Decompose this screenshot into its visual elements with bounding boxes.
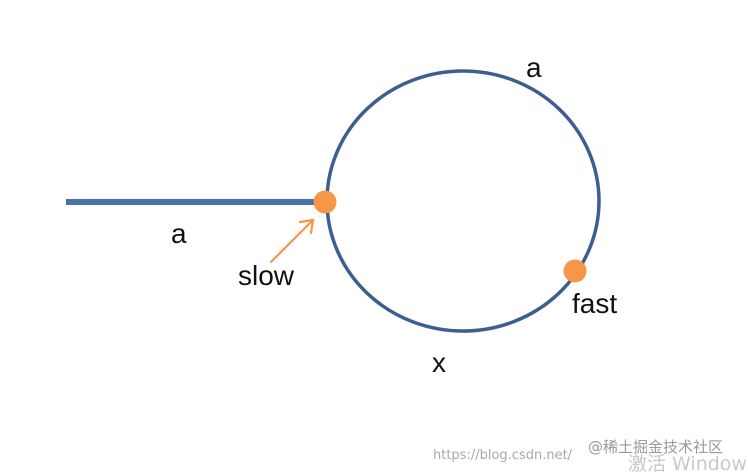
cycle-circle: [325, 69, 601, 333]
label-top-arc: a: [526, 52, 542, 83]
watermark-site: @稀土掘金技术社区: [588, 438, 723, 456]
slow-arrow: [269, 218, 315, 264]
label-slow: slow: [238, 260, 295, 291]
label-fast: fast: [572, 288, 617, 319]
watermark-blog-url: https://blog.csdn.net/: [433, 448, 573, 463]
watermark-activate: 激活 Window: [628, 453, 747, 472]
slow-pointer-dot: [313, 190, 337, 214]
label-line: a: [171, 218, 187, 249]
fast-pointer-dot: [563, 259, 587, 283]
label-bottom-arc: x: [432, 347, 446, 378]
